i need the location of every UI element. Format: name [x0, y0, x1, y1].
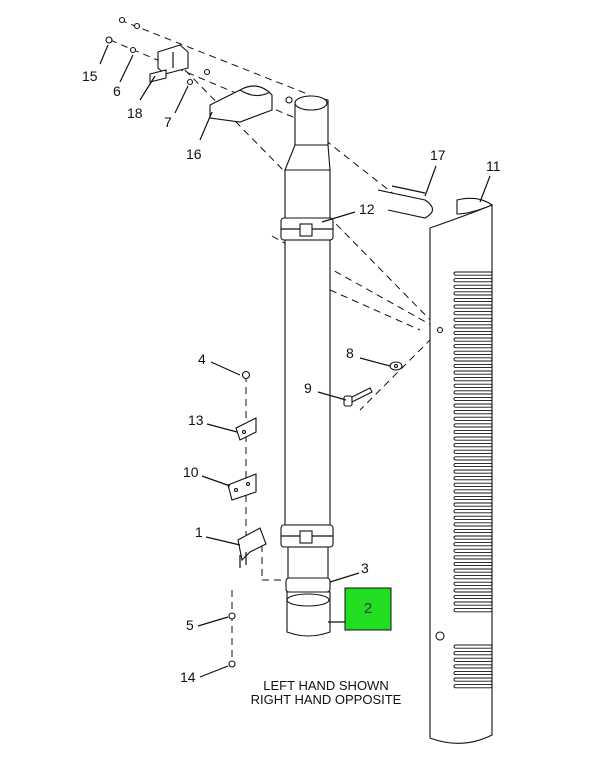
shield-slot — [453, 344, 493, 349]
callout-9: 9 — [304, 380, 312, 396]
shield-slot — [453, 396, 493, 402]
plate-13 — [235, 417, 257, 441]
leader-lines — [99, 44, 491, 678]
shield-slot — [453, 502, 493, 507]
shield-slot — [453, 548, 493, 553]
shield-slot — [453, 482, 493, 487]
exhaust-pipe — [280, 95, 334, 637]
shield-slot — [453, 581, 493, 586]
support-bracket — [209, 85, 293, 123]
shield-slot — [453, 542, 493, 547]
plate-10 — [227, 473, 257, 501]
callout-6: 6 — [113, 83, 121, 99]
shield-slot — [453, 495, 493, 501]
shield-slot — [453, 644, 493, 649]
shield-slot — [453, 443, 493, 448]
shield-slot — [453, 357, 493, 362]
shield-slot — [453, 324, 493, 329]
shield-slot — [453, 423, 493, 428]
band-clamp — [285, 577, 331, 593]
hardware — [105, 16, 444, 668]
callout-5: 5 — [186, 617, 194, 633]
shield-slot — [453, 297, 493, 303]
note-line-1: LEFT HAND SHOWN — [263, 678, 388, 693]
shield-slot — [453, 664, 493, 669]
shield-slot — [453, 462, 493, 468]
shield-slot — [453, 535, 493, 540]
shield-slot — [453, 522, 493, 527]
shield-nut — [435, 631, 445, 641]
shield-slot — [453, 684, 493, 689]
callout-numbers: 15 6 18 7 16 17 11 12 8 4 9 13 10 1 3 5 … — [82, 68, 501, 685]
callout-18: 18 — [127, 105, 143, 121]
shield-slot — [453, 436, 493, 441]
callout-1: 1 — [195, 524, 203, 540]
shield-slot — [453, 383, 493, 388]
heat-shield-slots-lower — [453, 644, 493, 689]
callout-10: 10 — [183, 464, 199, 480]
heat-shield — [429, 197, 494, 744]
callout-8: 8 — [346, 345, 354, 361]
shield-slot — [453, 456, 493, 461]
shield-slot — [453, 291, 493, 296]
shield-slot — [453, 528, 493, 534]
shield-slot — [453, 429, 493, 435]
shield-slot — [453, 377, 493, 382]
callout-13: 13 — [188, 412, 204, 428]
shield-slot — [453, 469, 493, 474]
shield-slot — [453, 489, 493, 494]
callout-12: 12 — [359, 201, 375, 217]
highlight-box[interactable] — [344, 587, 392, 631]
shield-slot — [453, 416, 493, 421]
shield-slot — [453, 311, 493, 316]
shield-slot — [453, 284, 493, 289]
shield-slot — [453, 515, 493, 520]
callout-3: 3 — [361, 560, 369, 576]
shield-slot — [453, 370, 493, 375]
shield-slot — [453, 304, 493, 309]
callout-7: 7 — [164, 114, 172, 130]
shield-slot — [453, 575, 493, 580]
shield-slot — [453, 403, 493, 408]
small-bracket — [149, 44, 189, 83]
callout-16: 16 — [186, 146, 202, 162]
shield-slot — [453, 337, 493, 342]
shield-slot — [453, 594, 493, 600]
shield-slot — [453, 651, 493, 656]
shield-slot — [453, 278, 493, 283]
shield-slot — [453, 449, 493, 454]
shield-slot — [453, 271, 493, 276]
shield-slot — [453, 330, 493, 336]
shield-slot — [453, 670, 493, 676]
lower-bracket — [237, 527, 267, 568]
assembly-dashed-lines — [109, 19, 441, 665]
shield-slot — [453, 608, 493, 613]
callout-14: 14 — [180, 669, 196, 685]
shield-slot — [453, 568, 493, 573]
u-bolt — [377, 185, 434, 219]
shield-slot — [453, 476, 493, 481]
shield-slot — [453, 601, 493, 606]
shield-slot — [453, 677, 493, 682]
callout-2[interactable]: 2 — [364, 600, 372, 617]
shield-slot — [453, 410, 493, 415]
callout-15: 15 — [82, 68, 98, 84]
shield-slot — [453, 555, 493, 560]
shield-slot — [453, 363, 493, 369]
shield-slot — [453, 657, 493, 662]
shield-slot — [453, 509, 493, 514]
heat-shield-slots-upper — [453, 271, 493, 613]
callout-4: 4 — [198, 351, 206, 367]
callout-11: 11 — [486, 158, 501, 174]
shield-slot — [453, 390, 493, 395]
shield-slot — [453, 317, 493, 322]
shield-slot — [453, 588, 493, 593]
shield-slot — [453, 561, 493, 567]
shield-slot — [453, 350, 493, 355]
note-line-2: RIGHT HAND OPPOSITE — [251, 692, 402, 707]
callout-17: 17 — [430, 147, 446, 163]
